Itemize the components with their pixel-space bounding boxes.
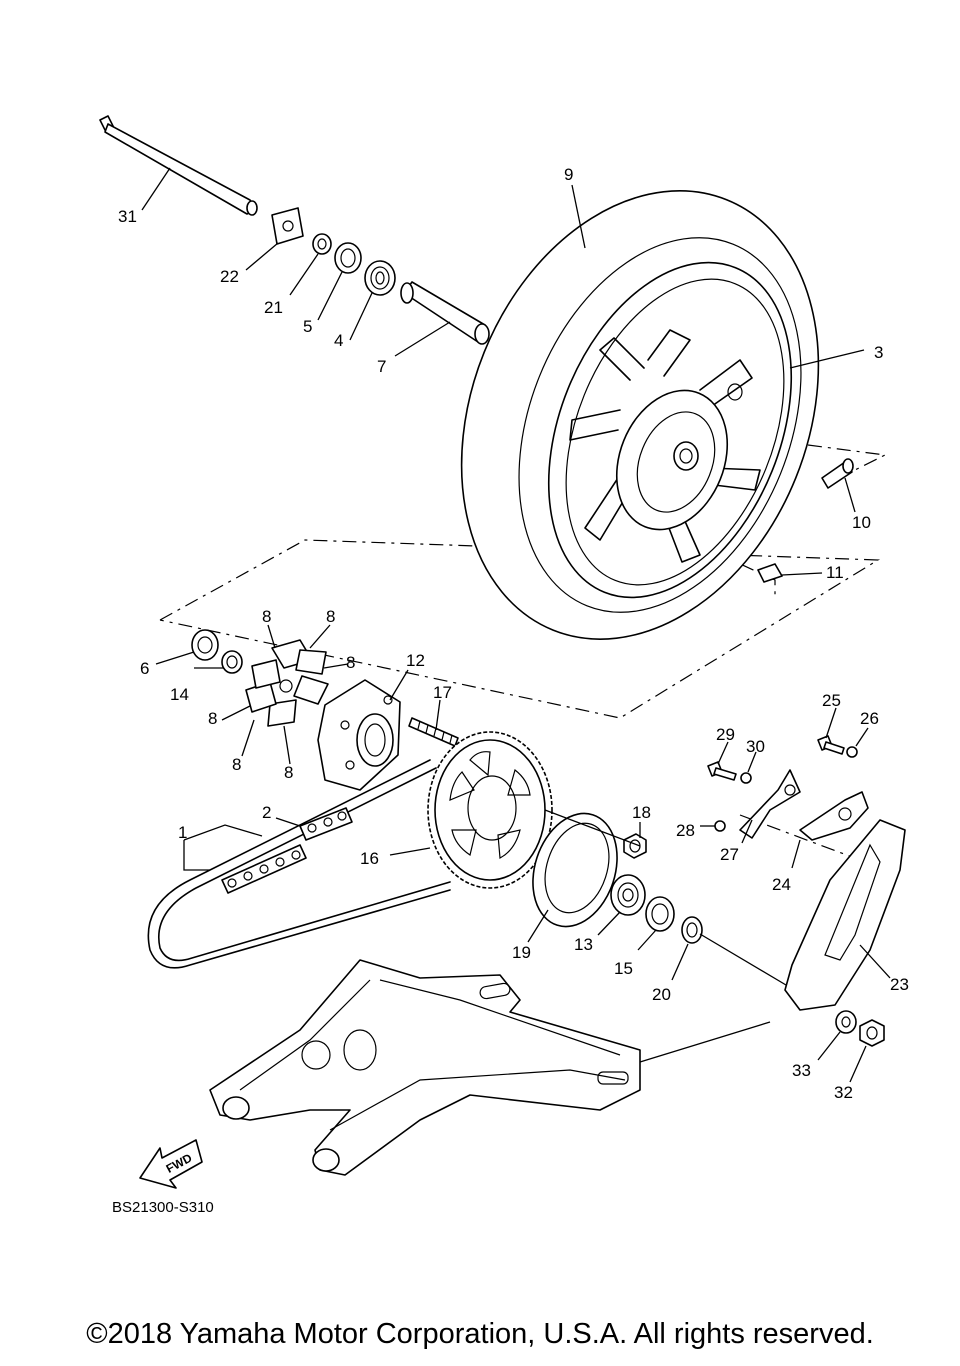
drive-chain	[147, 759, 451, 969]
callout-24: 24	[772, 875, 791, 894]
callout-13: 13	[574, 935, 593, 954]
balance-weight	[757, 563, 783, 583]
axle	[99, 115, 258, 216]
callout-20: 20	[652, 985, 671, 1004]
clip-28	[714, 820, 726, 832]
callout-8b: 8	[326, 607, 335, 626]
callout-15: 15	[614, 959, 633, 978]
callout-17: 17	[433, 683, 452, 702]
bolt-29	[707, 761, 737, 781]
callout-11: 11	[826, 563, 844, 582]
callout-6: 6	[140, 659, 149, 678]
callout-7: 7	[377, 357, 386, 376]
callout-26: 26	[860, 709, 879, 728]
diagram-code: BS21300-S310	[112, 1199, 214, 1216]
washer-26	[846, 746, 858, 758]
callout-22: 22	[220, 267, 239, 286]
bearing-6	[191, 629, 219, 661]
collar	[312, 233, 332, 255]
bearing-13	[610, 874, 646, 916]
callout-4: 4	[334, 331, 343, 350]
bearing-4	[364, 260, 396, 296]
callout-8c: 8	[346, 653, 355, 672]
callout-8a: 8	[262, 607, 271, 626]
callout-21: 21	[264, 298, 283, 317]
callout-32: 32	[834, 1083, 853, 1102]
tire-valve	[821, 458, 854, 489]
oil-seal-5	[334, 242, 362, 274]
callout-numbers: 31 22 21 5 4 7 9 3 10 11 6 14 8 8 8 8 8 …	[118, 165, 909, 1102]
rear-wheel-assembly	[460, 190, 820, 640]
chain-case	[784, 819, 906, 1011]
bracket-27	[739, 769, 801, 839]
sprocket-hub	[317, 679, 401, 791]
callout-30: 30	[746, 737, 765, 756]
collar-20	[681, 916, 703, 944]
callout-18: 18	[632, 803, 651, 822]
callout-28: 28	[676, 821, 695, 840]
callout-16: 16	[360, 849, 379, 868]
washer-30	[740, 772, 752, 784]
wheel-rim	[547, 261, 793, 599]
fwd-arrow: FWD	[139, 1139, 203, 1189]
wheel-spokes	[569, 329, 761, 563]
callout-2: 2	[262, 803, 271, 822]
hub-dampers	[245, 639, 329, 727]
callout-19: 19	[512, 943, 531, 962]
callout-25: 25	[822, 691, 841, 710]
callout-10: 10	[852, 513, 871, 532]
stud-bolt	[408, 717, 459, 747]
callout-14: 14	[170, 685, 189, 704]
wheel-hub	[615, 389, 729, 531]
callout-33: 33	[792, 1061, 811, 1080]
callout-23: 23	[890, 975, 909, 994]
callout-12: 12	[406, 651, 425, 670]
bolt-25	[817, 735, 845, 755]
leader-lines	[141, 167, 891, 1083]
swingarm	[209, 959, 641, 1176]
adjuster-plate	[271, 207, 304, 245]
callout-29: 29	[716, 725, 735, 744]
callout-5: 5	[303, 317, 312, 336]
collar-14	[221, 650, 243, 674]
chain-joint	[299, 807, 353, 841]
callout-9: 9	[564, 165, 573, 184]
spacer-tube	[400, 281, 490, 345]
callout-8d: 8	[208, 709, 217, 728]
callout-8e: 8	[232, 755, 241, 774]
oil-seal-15	[645, 896, 675, 932]
callout-8f: 8	[284, 763, 293, 782]
chain-guide-bracket	[799, 791, 869, 841]
callout-1: 1	[178, 823, 187, 842]
copyright-notice: ©2018 Yamaha Motor Corporation, U.S.A. A…	[86, 1318, 874, 1350]
callout-27: 27	[720, 845, 739, 864]
sprocket-plate	[532, 812, 618, 928]
washer-33	[835, 1010, 857, 1034]
callout-31: 31	[118, 207, 137, 226]
parts-diagram: FWD	[99, 115, 909, 1216]
nut-32	[859, 1019, 885, 1047]
rear-sprocket	[427, 731, 553, 889]
chain-section	[221, 844, 307, 894]
nut-18	[623, 833, 647, 859]
callout-3: 3	[874, 343, 883, 362]
